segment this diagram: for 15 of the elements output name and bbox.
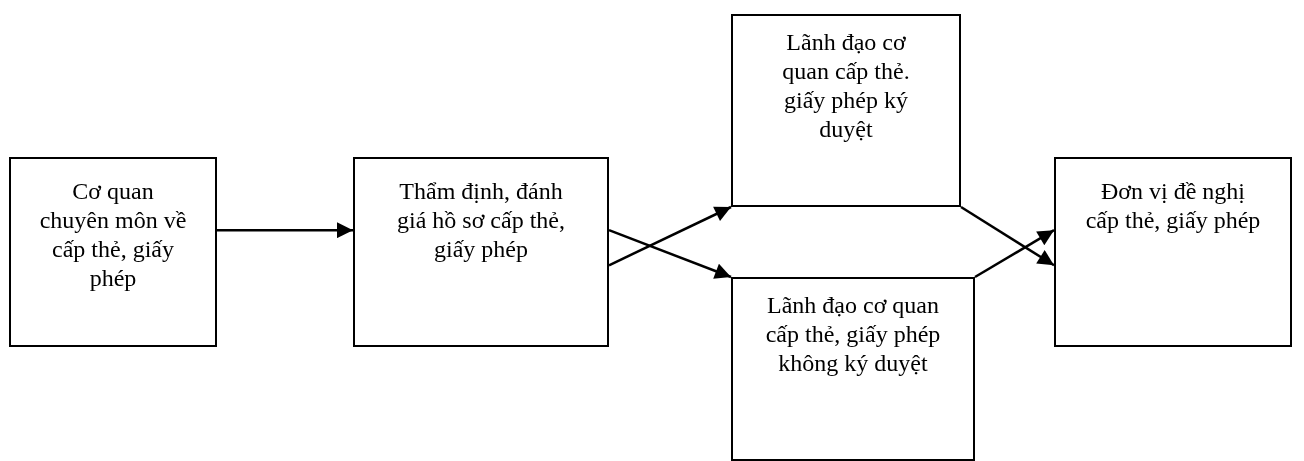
arrow: [217, 222, 353, 239]
box-label: Thẩm định, đánh giá hồ sơ cấp thẻ, giấy phép: [396, 177, 566, 264]
process-box: [353, 157, 609, 347]
arrow: [960, 205, 1055, 267]
box-label: Cơ quan chuyên môn về cấp thẻ, giấy phép: [39, 177, 187, 293]
process-box: [731, 14, 961, 207]
process-box: [1054, 157, 1292, 347]
arrow: [608, 205, 732, 267]
arrow: [608, 229, 732, 279]
process-box: [9, 157, 217, 347]
box-label: Đơn vị đề nghị cấp thẻ, giấy phép: [1084, 177, 1262, 235]
process-box: [731, 277, 975, 461]
box-label: Lãnh đạo cơ quan cấp thẻ, giấy phép không ký duyệt: [764, 291, 942, 378]
arrow: [974, 229, 1055, 279]
box-label: Lãnh đạo cơ quan cấp thẻ. giấy phép ký duyệt: [781, 28, 911, 144]
